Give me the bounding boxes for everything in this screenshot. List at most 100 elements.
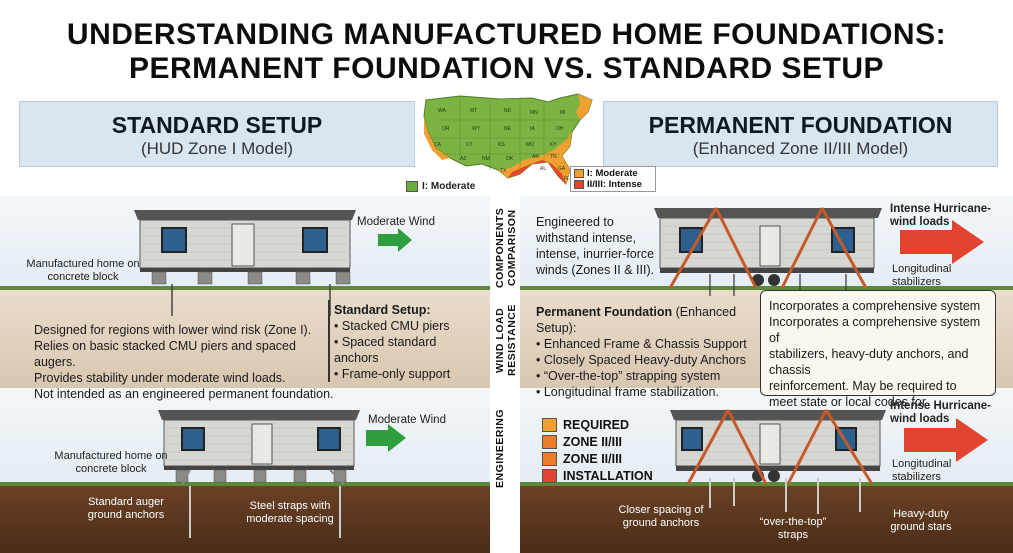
bottom-right-grass [520, 482, 1013, 486]
bottom-left-strap-label: Steel straps with moderate spacing [246, 500, 334, 525]
svg-text:NE: NE [504, 126, 512, 132]
title-line-2: PERMANENT FOUNDATION VS. STANDARD SETUP [128, 52, 885, 85]
bottom-left-auger-label: Standard auger ground anchors [87, 496, 165, 521]
standard-setup-list-title: Standard Setup: [334, 303, 431, 317]
standard-setup-list: Standard Setup: • Stacked CMU piers • Sp… [334, 302, 484, 382]
top-left-wind-arrow [378, 228, 412, 252]
svg-text:OR: OR [442, 126, 450, 132]
box-line-1: Incorporates a comprehensive system [769, 299, 981, 313]
svg-text:IA: IA [530, 126, 535, 132]
svg-text:AZ: AZ [460, 156, 466, 162]
svg-text:TX: TX [500, 168, 507, 174]
legend-label: INSTALLATION [563, 468, 653, 483]
list-item: Closely Spaced Heavy-duty Anchors [543, 353, 747, 367]
desc-line-4: Not intended as an engineered permanent … [34, 387, 334, 401]
permanent-foundation-heading: PERMANENT FOUNDATION [648, 112, 953, 138]
desc-line-2: Relies on basic stacked CMU piers and sp… [34, 339, 296, 369]
svg-text:MI: MI [560, 110, 566, 116]
bottom-left-home-label: Manufactured home on concrete block [54, 450, 168, 475]
box-line-4: reinforcement. May be required to [769, 379, 957, 393]
svg-text:MO: MO [526, 142, 534, 148]
wind-load-resistance-label: WIND LOAD RESISTANCE [494, 304, 518, 376]
list-item: Stacked CMU piers [341, 319, 450, 333]
bottom-left-ground [0, 486, 490, 553]
top-left-home-label: Manufactured home on concrete block [26, 258, 140, 283]
permanent-foundation-list: Permanent Foundation (Enhanced Setup): •… [536, 305, 747, 399]
bottom-left-grass [0, 482, 490, 486]
list-item: Frame-only support [341, 367, 451, 381]
svg-text:CA: CA [434, 142, 442, 148]
svg-text:WA: WA [438, 108, 447, 114]
svg-text:NM: NM [482, 156, 490, 162]
standard-setup-heading: STANDARD SETUP [111, 112, 323, 138]
legend-swatch [542, 417, 557, 432]
bottom-left-wind-arrow [366, 424, 406, 452]
svg-text:AL: AL [540, 166, 546, 172]
zone1-swatch [406, 181, 418, 192]
svg-text:TN: TN [550, 154, 557, 160]
map-legend-zone1: I: Moderate [406, 180, 476, 193]
top-right-grass [520, 286, 1013, 290]
legend-label: ZONE II/III [563, 434, 623, 449]
components-comparison-label: COMPONENTS COMPARISON [494, 207, 518, 289]
list-item: “Over-the-top” strapping system [543, 369, 721, 383]
legend-zone: ZONE II/III [542, 433, 653, 450]
standard-setup-banner: STANDARD SETUP (HUD Zone I Model) [19, 101, 415, 167]
bottom-left-wind-label: Moderate Wind [368, 414, 446, 426]
svg-text:MN: MN [530, 110, 538, 116]
bottom-right-stabilizer-label: Longitudinal stabilizers [892, 458, 952, 483]
svg-text:WY: WY [472, 126, 481, 132]
zone3-swatch [574, 180, 584, 189]
permanent-foundation-banner: PERMANENT FOUNDATION (Enhanced Zone II/I… [603, 101, 998, 167]
bottom-right-strap-label: “over-the-top” straps [759, 516, 827, 541]
zone2-label: I: Moderate [587, 168, 638, 179]
permanent-list-title: Permanent Foundation [536, 305, 673, 319]
top-right-house-drawing [654, 207, 984, 296]
box-line-3: stabilizers, heavy-duty anchors, and cha… [769, 347, 969, 377]
top-left-wind-label: Moderate Wind [357, 216, 435, 228]
zone1-label: I: Moderate [422, 181, 476, 192]
bottom-right-wind-label: Intense Hurricane-wind loads [890, 400, 991, 425]
list-item: Longitudinal frame stabilization. [543, 385, 719, 399]
top-right-wind-label: Intense Hurricane-wind loads [890, 203, 991, 228]
svg-text:AR: AR [532, 154, 539, 160]
bottom-right-stars-label: Heavy-duty ground stars [890, 508, 952, 533]
bottom-right-house-drawing [670, 409, 988, 514]
svg-text:FL: FL [564, 176, 570, 182]
legend-swatch [542, 434, 557, 449]
standard-setup-subheading: (HUD Zone I Model) [140, 139, 294, 158]
legend-label: ZONE II/III [563, 451, 623, 466]
legend-label: REQUIRED [563, 417, 629, 432]
top-right-stabilizer-label: Longitudinal stabilizers [892, 263, 952, 288]
zone2-swatch [574, 169, 584, 178]
box-line-2: Incorporates a comprehensive system of [769, 315, 981, 345]
list-item: Enhanced Frame & Chassis Support [543, 337, 747, 351]
top-left-description: Designed for regions with lower wind ris… [34, 322, 334, 402]
svg-text:UT: UT [466, 142, 473, 148]
svg-text:OH: OH [556, 126, 564, 132]
top-left-soil [0, 288, 490, 388]
permanent-list-title-suffix: (Enhanced Setup): [536, 305, 737, 335]
top-left-house-drawing [134, 210, 412, 316]
svg-text:KY: KY [550, 142, 557, 148]
engineering-label: ENGINEERING [494, 408, 506, 488]
legend-required: REQUIRED [542, 416, 653, 433]
legend-swatch [542, 451, 557, 466]
list-item: Spaced standard anchors [334, 335, 437, 365]
bottom-right-ground [520, 486, 1013, 553]
svg-text:ND: ND [504, 108, 512, 114]
zone3-label: II/III: Intense [587, 179, 642, 190]
legend-installation: INSTALLATION [542, 467, 653, 484]
top-left-grass [0, 286, 490, 290]
bottom-right-closer-label: Closer spacing of ground anchors [618, 504, 704, 529]
top-right-intro: Engineered to withstand intense, intense… [536, 215, 655, 277]
installation-legend: REQUIRED ZONE II/III ZONE II/III INSTALL… [542, 416, 653, 484]
top-right-wind-arrow [900, 220, 984, 264]
map-legend-zones: I: Moderate II/III: Intense [570, 166, 656, 192]
legend-zone: ZONE II/III [542, 450, 653, 467]
svg-text:MT: MT [470, 108, 477, 114]
bottom-right-wind-arrow [904, 418, 988, 462]
svg-text:OK: OK [506, 156, 514, 162]
